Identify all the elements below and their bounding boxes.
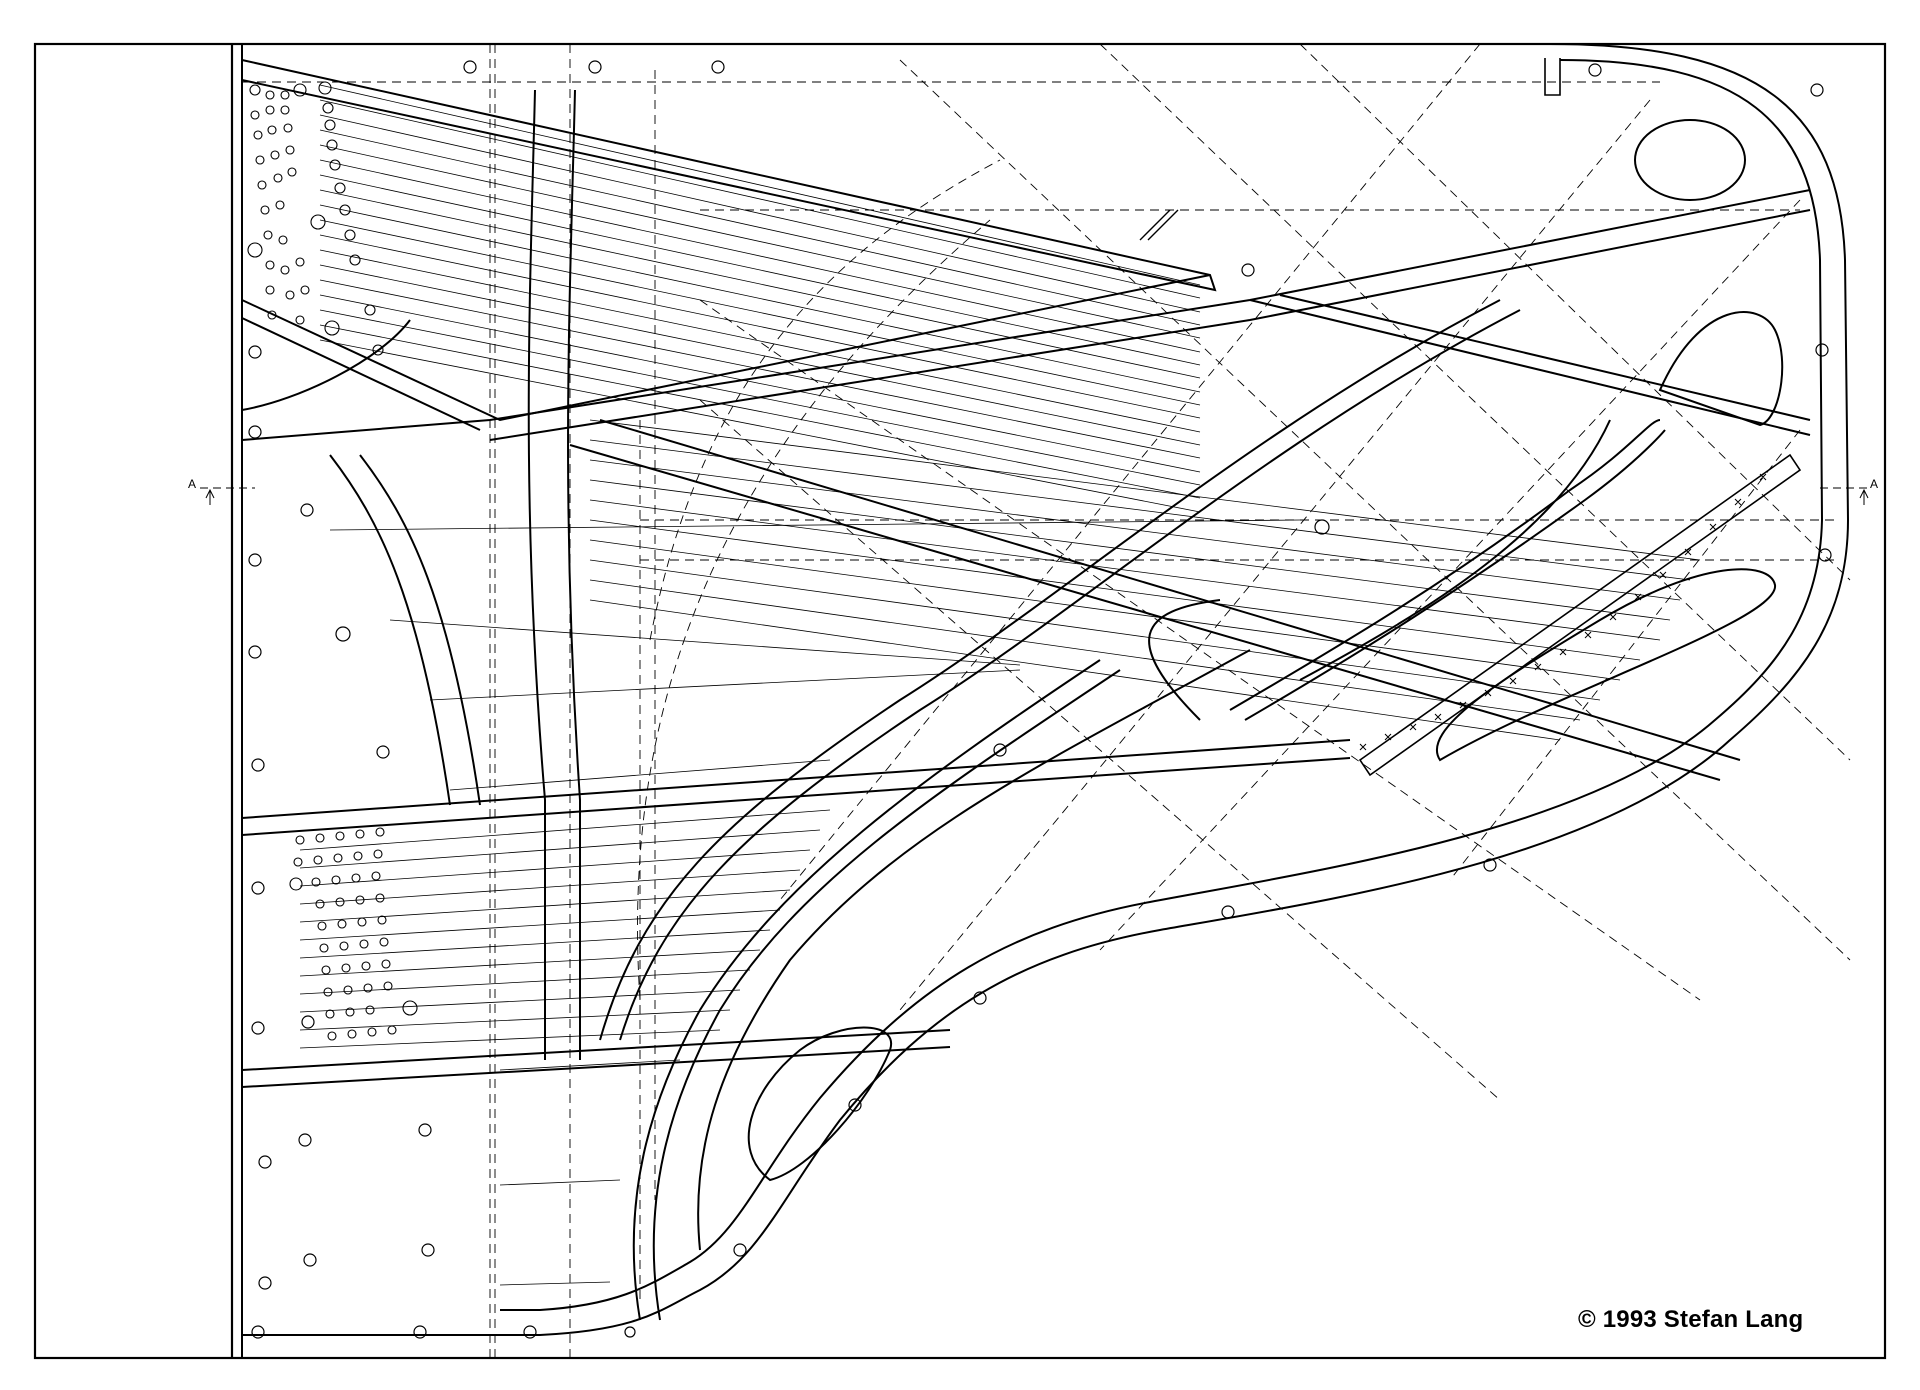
- bass-tuning-pins: [289, 827, 418, 1041]
- vertical-strut-1: [527, 89, 546, 1060]
- plate-outer-rim: [242, 43, 1850, 1336]
- plate-bolts: [248, 60, 1832, 1339]
- copyright-notice: © 1993 Stefan Lang: [1578, 1306, 1804, 1333]
- bass-strings: [299, 809, 831, 1286]
- plate-inner-rim: [500, 59, 1824, 1311]
- treble-bar-upper: [241, 59, 1217, 292]
- cutout-right-lower: [1436, 568, 1777, 762]
- treble-bridge: [1229, 419, 1661, 711]
- diagonal-strut-main: [1249, 299, 1811, 436]
- hitch-pins: [1359, 473, 1767, 751]
- treble-strings: [319, 84, 1201, 513]
- section-marker-right: A: [1870, 477, 1879, 491]
- drawing-border: [33, 42, 1887, 1360]
- construction-lines: [242, 43, 1851, 1358]
- cutout-top-right: [1634, 119, 1746, 201]
- middle-strings: [329, 419, 1701, 791]
- tuning-pins: [247, 81, 384, 356]
- bass-bridge: [599, 299, 1501, 1041]
- cutout-right-upper: [1658, 311, 1784, 427]
- section-marker-left: A: [188, 477, 197, 491]
